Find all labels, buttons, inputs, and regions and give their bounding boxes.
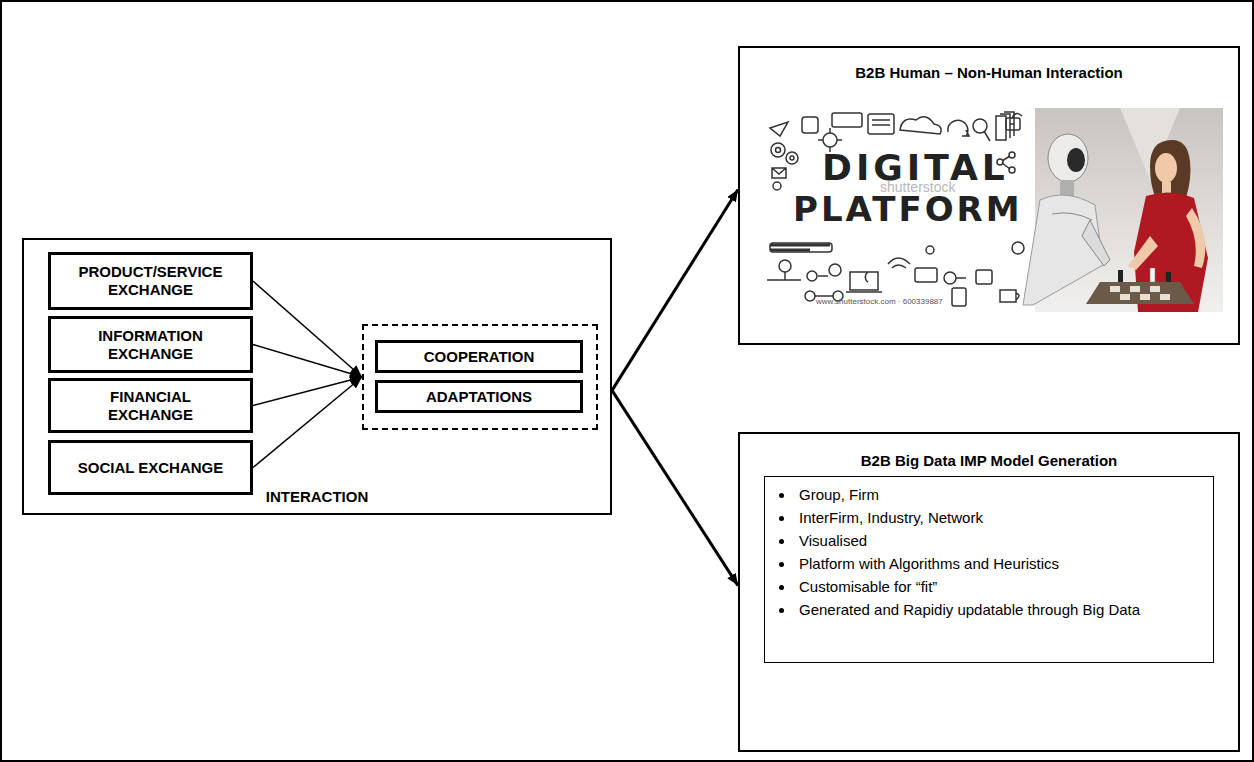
box-label: SOCIAL EXCHANGE bbox=[76, 459, 226, 477]
bullet-item: Platform with Algorithms and Heuristics bbox=[765, 554, 1213, 574]
bullet-item: InterFirm, Industry, Network bbox=[765, 508, 1213, 528]
bullet-item: Visualised bbox=[765, 531, 1213, 551]
group-title: INTERACTION bbox=[24, 488, 610, 505]
interaction-frame: PRODUCT/SERVICE EXCHANGE INFORMATION EXCH… bbox=[22, 238, 612, 515]
connector-arrow bbox=[612, 390, 738, 585]
bullet-list-box: Group, FirmInterFirm, Industry, NetworkV… bbox=[764, 476, 1214, 663]
process-box: SOCIAL EXCHANGE bbox=[48, 440, 253, 495]
process-box: COOPERATION bbox=[375, 340, 583, 373]
bullet-item: Group, Firm bbox=[765, 485, 1213, 505]
doodle-icons bbox=[767, 112, 1024, 306]
connector-arrow bbox=[253, 281, 362, 377]
box-label: INFORMATION EXCHANGE bbox=[76, 327, 226, 363]
box-label: COOPERATION bbox=[384, 348, 574, 366]
process-box: INFORMATION EXCHANGE bbox=[48, 316, 253, 373]
panel-title: B2B Human – Non-Human Interaction bbox=[740, 64, 1238, 81]
picture-word: PLATFORM bbox=[793, 192, 1023, 226]
connector-arrow bbox=[612, 190, 738, 391]
bullet-item: Customisable for “fit” bbox=[765, 577, 1213, 597]
process-box: ADAPTATIONS bbox=[375, 380, 583, 413]
connector-arrow bbox=[253, 377, 362, 468]
process-box: FINANCIAL EXCHANGE bbox=[48, 378, 253, 433]
doodle-ground bbox=[760, 108, 1030, 312]
watermark: shutterstock bbox=[880, 180, 955, 194]
chess-photo bbox=[1023, 108, 1223, 312]
box-label: ADAPTATIONS bbox=[384, 388, 574, 406]
box-label: PRODUCT/SERVICE EXCHANGE bbox=[76, 263, 226, 299]
process-box: PRODUCT/SERVICE EXCHANGE bbox=[48, 252, 253, 310]
outcome-panel: Group, FirmInterFirm, Industry, NetworkV… bbox=[738, 432, 1240, 752]
connector-arrow bbox=[253, 345, 362, 378]
panel-title: B2B Big Data IMP Model Generation bbox=[740, 452, 1238, 469]
bullet-item: Generated and Rapidiy updatable through … bbox=[765, 600, 1213, 620]
box-label: FINANCIAL EXCHANGE bbox=[76, 388, 226, 424]
watermark: www.shutterstock.com · 600339887 bbox=[816, 298, 943, 306]
